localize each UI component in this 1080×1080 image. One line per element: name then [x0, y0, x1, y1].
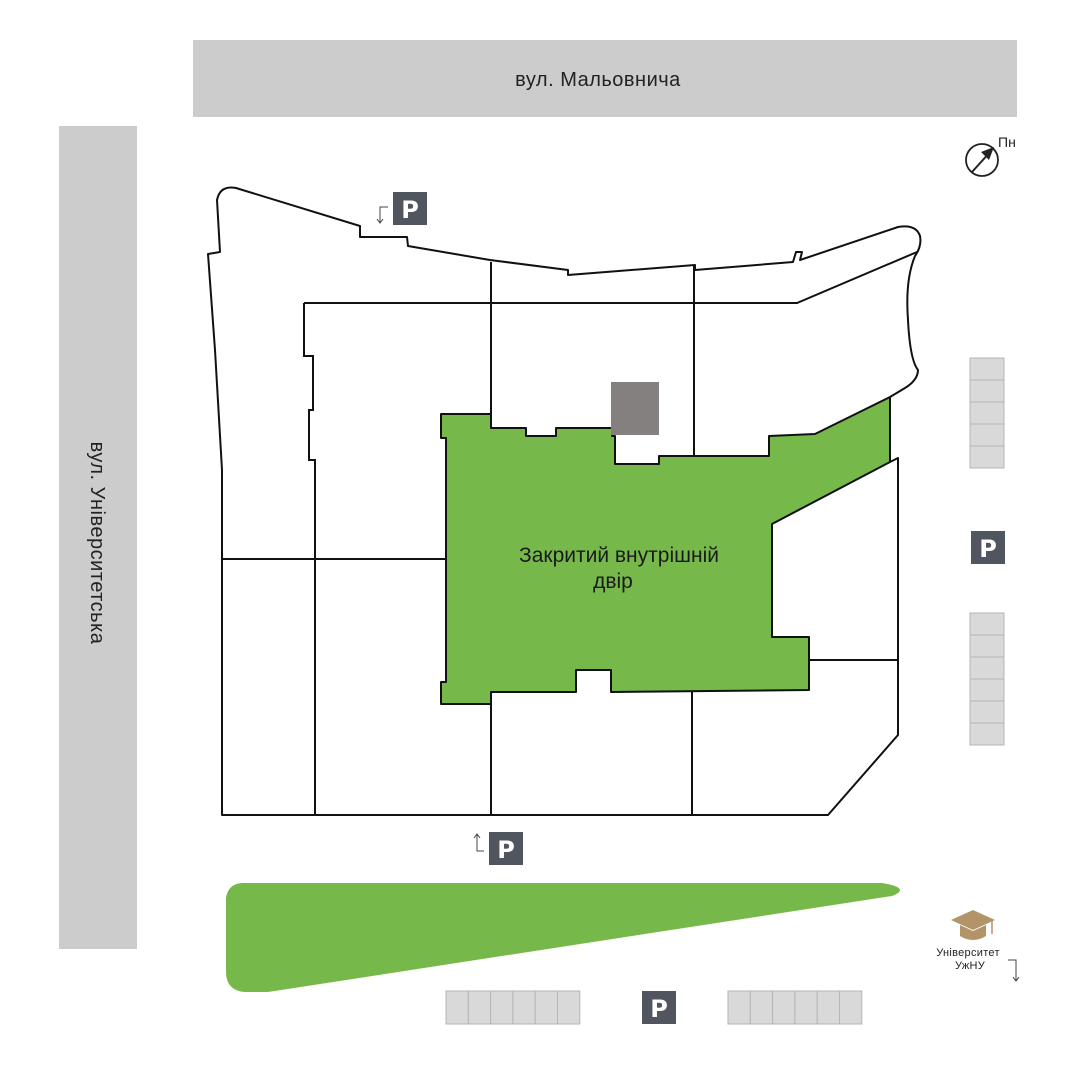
svg-text:P: P: [979, 535, 997, 563]
parking-badge-north: P: [393, 192, 427, 225]
svg-text:P: P: [401, 196, 419, 224]
parking-slots-south-right: [727, 990, 863, 1025]
svg-text:P: P: [497, 836, 515, 864]
parking-badge-bottom: P: [642, 991, 676, 1024]
building-divisions: [222, 251, 918, 816]
street-top: [193, 40, 1017, 117]
graduation-cap-icon: [951, 910, 995, 940]
parking-badge-east: P: [971, 531, 1005, 564]
arrow-icon: [473, 833, 484, 852]
parking-badge-south: P: [489, 832, 523, 865]
arrow-icon: [1008, 959, 1020, 982]
courtyard-label-line1: Закритий внутрішній: [519, 544, 719, 567]
parking-slots-east-lower: [969, 612, 1005, 746]
courtyard-label-line2: двір: [593, 570, 633, 593]
street-left-label: вул. Університетська: [86, 442, 108, 645]
street-top-label: вул. Мальовнича: [515, 69, 681, 91]
arrow-icon: [376, 206, 388, 224]
street-left: [59, 126, 137, 949]
compass-icon: [965, 143, 999, 177]
university-label-line2: УжНУ: [955, 960, 986, 972]
courtyard-green: [440, 396, 891, 705]
parking-slots-south-left: [445, 990, 581, 1025]
parking-slots-east-upper: [969, 357, 1005, 469]
green-strip: [226, 883, 900, 992]
svg-text:P: P: [650, 995, 668, 1023]
north-label: Пн: [998, 134, 1016, 150]
university-label-line1: Університет: [936, 947, 1000, 959]
tower-block: [611, 382, 659, 435]
